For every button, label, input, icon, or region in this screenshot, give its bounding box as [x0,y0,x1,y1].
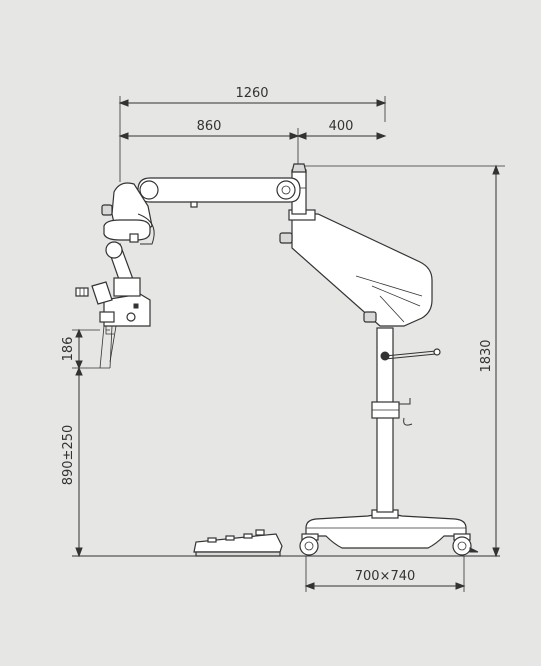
caster-wheel-left [299,533,319,556]
dimension-label-focus-range: 186 [61,337,76,362]
swing-arm-housing [288,209,433,327]
dimension-label-total-height: 1830 [479,339,494,372]
arm-lock-knob [279,232,293,244]
foot-switch [193,529,283,557]
dimension-column-offset: 400 [296,119,387,140]
carrier-arm [137,177,301,208]
column-lock-knob [363,311,377,323]
caster-wheel-right [452,533,479,556]
dimension-focus-range: 186 [61,328,110,370]
microscope-head [75,182,155,335]
stand-column [371,327,413,513]
dimension-label-working-height: 890±250 [61,425,76,486]
dimension-label-total-reach: 1260 [235,86,268,101]
dimension-total-reach: 1260 [118,86,387,182]
dimension-working-height: 890±250 [61,366,83,558]
stand-base [305,509,467,549]
dimension-label-column-offset: 400 [329,119,354,134]
dimension-label-arm-reach: 860 [197,119,222,134]
dimension-base-footprint: 700×740 [304,556,466,592]
column-brake-lever [380,348,441,361]
dimension-arm-reach: 860 [118,119,300,165]
focus-cone-lines [99,325,117,369]
dimension-label-base-footprint: 700×740 [355,569,416,584]
dimension-total-height: 1830 [300,164,505,558]
